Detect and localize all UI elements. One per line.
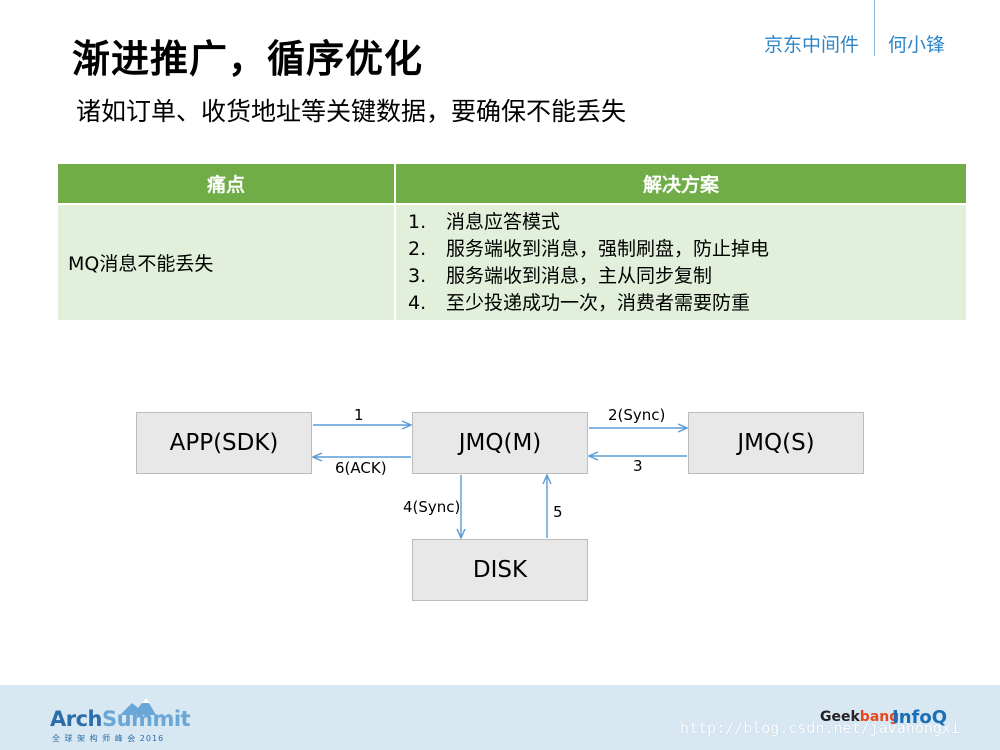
archsummit-wordmark: ArchSummit [50,707,191,731]
infoq-logo: InfoQ [892,707,948,728]
solution-text: 消息应答模式 [446,210,561,233]
brand-label: 京东中间件 [764,34,860,56]
solution-item: 4. 至少投递成功一次，消费者需要防重 [408,290,966,317]
solution-item: 1. 消息应答模式 [408,209,966,236]
footer-bar: ArchSummit 全 球 架 构 师 峰 会 2016 http://blo… [0,685,1000,750]
solution-number: 1. [408,210,427,233]
logo-summit-text: Summit [102,707,191,731]
edge-label-1: 1 [354,406,364,424]
pain-cell: MQ消息不能丢失 [58,203,396,320]
header-pain: 痛点 [58,164,396,203]
edge-label-5: 5 [553,503,563,521]
solution-text: 服务端收到消息，主从同步复制 [446,264,713,287]
pain-solution-table: 痛点 解决方案 MQ消息不能丢失 1. 消息应答模式 2. 服务端收到消息，强制刷盘… [58,164,966,320]
brand-divider [874,0,875,56]
solution-number: 3. [408,264,427,287]
node-jmq-master: JMQ(M) [412,412,588,474]
archsummit-logo: ArchSummit 全 球 架 构 师 峰 会 2016 [50,697,191,743]
edge-label-2: 2(Sync) [608,406,666,424]
slide-title: 渐进推广，循序优化 [72,37,424,81]
solution-text: 服务端收到消息，强制刷盘，防止掉电 [446,237,770,260]
geekbang-logo: Geekbang› [820,709,906,725]
table-header-row: 痛点 解决方案 [58,164,966,203]
blog-watermark: http://blog.csdn.net/javahongxi [680,719,960,737]
edge-label-3: 3 [633,457,643,475]
solution-number: 2. [408,237,427,260]
geek-text: Geek [820,709,860,725]
logo-subtitle: 全 球 架 构 师 峰 会 2016 [52,734,165,743]
solution-item: 3. 服务端收到消息，主从同步复制 [408,263,966,290]
solution-cell: 1. 消息应答模式 2. 服务端收到消息，强制刷盘，防止掉电 3. 服务端收到消息，主… [396,203,966,320]
node-app-sdk: APP(SDK) [136,412,312,474]
edge-label-4: 4(Sync) [403,498,461,516]
node-jmq-slave: JMQ(S) [688,412,864,474]
edge-label-6: 6(ACK) [335,459,387,477]
solution-list: 1. 消息应答模式 2. 服务端收到消息，强制刷盘，防止掉电 3. 服务端收到消息，主… [408,209,966,317]
mountain-icon [120,698,156,715]
header-solution: 解决方案 [396,164,966,203]
node-disk: DISK [412,539,588,601]
solution-text: 至少投递成功一次，消费者需要防重 [446,291,751,314]
bang-text: bang [859,709,900,725]
logo-arch-text: Arch [50,707,103,731]
solution-number: 4. [408,291,427,314]
table-row: MQ消息不能丢失 1. 消息应答模式 2. 服务端收到消息，强制刷盘，防止掉电 3.… [58,203,966,320]
solution-item: 2. 服务端收到消息，强制刷盘，防止掉电 [408,236,966,263]
author-label: 何小锋 [888,34,946,56]
slide-subtitle: 诸如订单、收货地址等关键数据，要确保不能丢失 [76,97,627,126]
